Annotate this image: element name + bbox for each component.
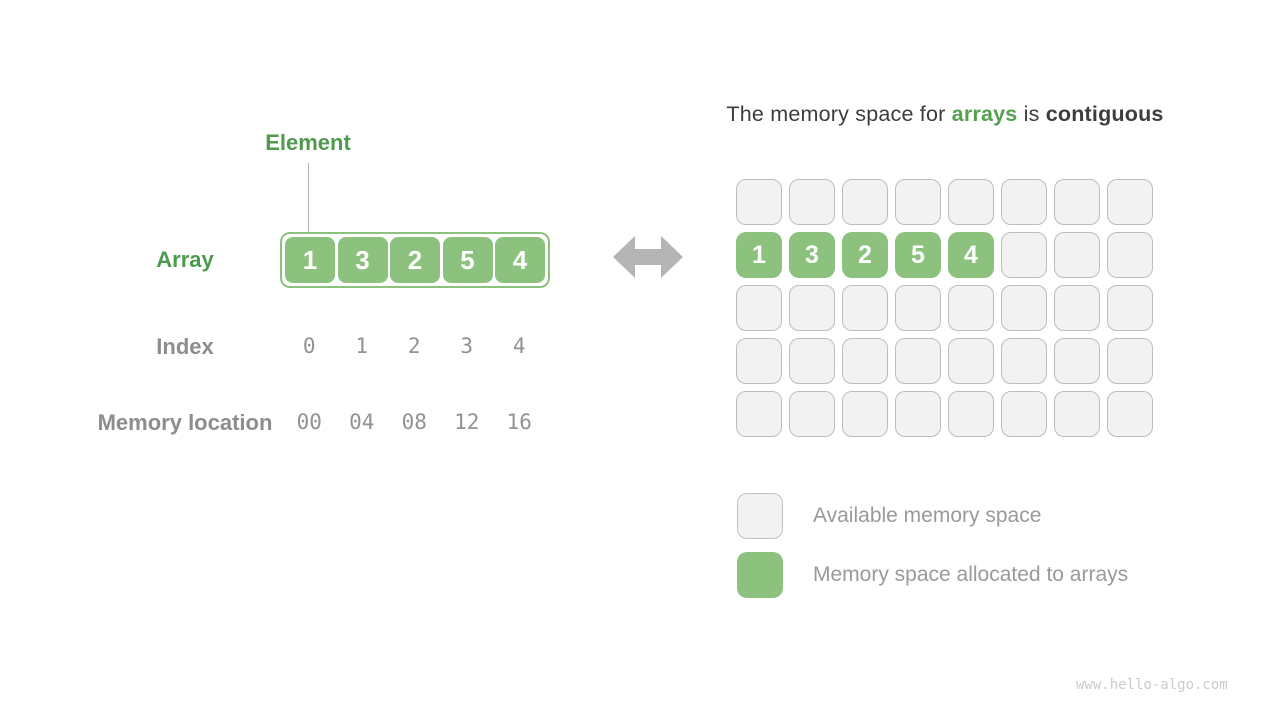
index-value: 0 [302, 334, 316, 358]
memory-cell-available [842, 285, 888, 331]
memory-cell-allocated: 5 [895, 232, 941, 278]
array-cell: 5 [442, 237, 493, 283]
memory-location-value: 12 [454, 410, 480, 434]
memory-cell-available [1001, 391, 1047, 437]
memory-cell-available [789, 338, 835, 384]
memory-cell-available [1054, 232, 1100, 278]
memory-cell-available [895, 338, 941, 384]
memory-cell-available [1107, 391, 1153, 437]
memory-cell-allocated: 3 [789, 232, 835, 278]
element-pointer-line [308, 163, 309, 232]
array-cell: 4 [495, 237, 545, 283]
memory-cell-available [895, 285, 941, 331]
memory-cell-available [1001, 232, 1047, 278]
title-emphasis-contiguous: contiguous [1045, 102, 1164, 126]
memory-cell-available [842, 391, 888, 437]
memory-cell-available [736, 338, 782, 384]
title-prefix: The memory space for [726, 102, 952, 126]
memory-cell-available [736, 179, 782, 225]
memory-cell-available [789, 391, 835, 437]
legend-allocated-label: Memory space allocated to arrays [813, 563, 1129, 586]
memory-cell-available [948, 338, 994, 384]
double-headed-arrow-icon [613, 236, 683, 278]
index-value: 2 [407, 334, 421, 358]
memory-cell-available [1054, 179, 1100, 225]
memory-cell-available [1054, 391, 1100, 437]
memory-cell-available [1001, 338, 1047, 384]
legend-allocated-swatch [737, 552, 783, 598]
memory-cell-available [789, 285, 835, 331]
memory-cell-allocated: 2 [842, 232, 888, 278]
memory-cell-available [842, 338, 888, 384]
memory-cell-available [948, 391, 994, 437]
watermark-url: www.hello-algo.com [1076, 677, 1228, 693]
memory-cell-available [736, 391, 782, 437]
memory-cell-available [1001, 285, 1047, 331]
memory-cell-allocated: 1 [736, 232, 782, 278]
memory-cell-available [948, 179, 994, 225]
memory-cell-available [1107, 232, 1153, 278]
legend-available-swatch [737, 493, 783, 539]
index-value: 3 [460, 334, 474, 358]
memory-cell-available [1107, 179, 1153, 225]
memory-cell-available [1054, 338, 1100, 384]
memory-cell-available [948, 285, 994, 331]
memory-cell-available [895, 179, 941, 225]
title-highlight-arrays: arrays [951, 102, 1018, 126]
title-middle: is [1017, 102, 1046, 126]
memory-cell-available [736, 285, 782, 331]
memory-cell-available [789, 179, 835, 225]
array-cell: 3 [337, 237, 388, 283]
memory-location-value: 08 [401, 410, 427, 434]
memory-location-value: 00 [296, 410, 322, 434]
memory-location-value: 16 [506, 410, 532, 434]
element-label: Element [265, 130, 351, 155]
memory-cell-available [1107, 338, 1153, 384]
memory-title: The memory space for arrays is contiguou… [645, 102, 1245, 127]
array-cell: 2 [390, 237, 440, 283]
array-cell: 1 [285, 237, 335, 283]
array-label: Array [156, 247, 214, 272]
memory-location-value: 04 [349, 410, 375, 434]
memory-cell-available [1107, 285, 1153, 331]
memory-location-values-row: 00 04 08 12 16 [283, 410, 546, 434]
memory-cell-available [895, 391, 941, 437]
memory-cell-available [842, 179, 888, 225]
index-label: Index [156, 334, 214, 359]
memory-cell-available [1001, 179, 1047, 225]
index-values-row: 0 1 2 3 4 [283, 334, 546, 358]
memory-cell-allocated: 4 [948, 232, 994, 278]
legend-available-label: Available memory space [813, 504, 1042, 527]
index-value: 4 [512, 334, 526, 358]
index-value: 1 [355, 334, 369, 358]
memory-location-label: Memory location [97, 410, 273, 435]
memory-cell-available [1054, 285, 1100, 331]
